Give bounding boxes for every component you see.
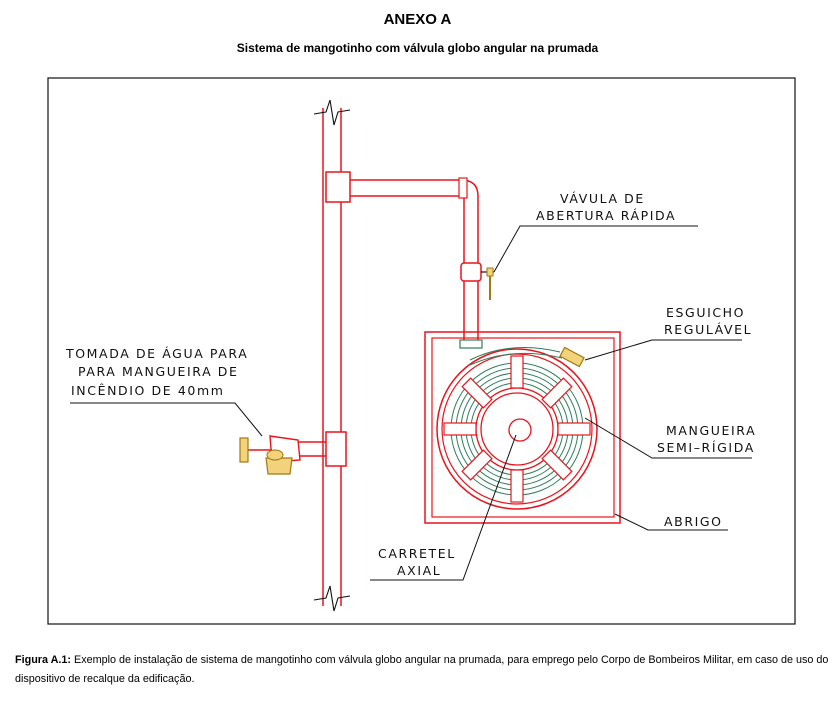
reel-label-line2: AXIAL bbox=[397, 563, 441, 578]
outlet-label-line1: TOMADA DE ÁGUA PARA bbox=[65, 346, 248, 361]
outlet-label-line2: PARA MANGUEIRA DE bbox=[78, 364, 239, 379]
leader-valve bbox=[493, 225, 698, 273]
valve-label-line2: ABERTURA RÁPIDA bbox=[536, 208, 676, 223]
adjustable-nozzle bbox=[559, 346, 585, 368]
cabinet-shelter bbox=[424, 331, 621, 524]
leader-reel bbox=[370, 434, 517, 581]
leader-cabinet bbox=[614, 513, 728, 531]
figure-caption: Figura A.1: Exemplo de instalação de sis… bbox=[15, 651, 830, 689]
leader-hose bbox=[584, 417, 752, 459]
break-mark-top bbox=[313, 99, 351, 126]
leader-outlet bbox=[70, 402, 263, 437]
break-mark-bottom bbox=[313, 585, 351, 612]
quick-opening-valve bbox=[460, 262, 494, 300]
valve-label-line1: VÁVULA DE bbox=[560, 191, 645, 206]
caption-prefix: Figura A.1: bbox=[15, 654, 71, 666]
figure-subtitle: Sistema de mangotinho com válvula globo … bbox=[236, 41, 599, 55]
reel-label-line1: CARRETEL bbox=[378, 546, 456, 561]
hose-label-line1: MANGUEIRA bbox=[666, 423, 756, 438]
hose-label-line2: SEMI–RÍGIDA bbox=[657, 440, 755, 455]
drawing-frame bbox=[47, 77, 796, 625]
angle-globe-valve bbox=[239, 435, 326, 475]
annex-title: ANEXO A bbox=[383, 11, 452, 28]
outlet-label-line3: INCÊNDIO DE 40mm bbox=[71, 383, 225, 398]
upper-tee-fitting bbox=[325, 171, 351, 203]
nozzle-label-line2: REGULÁVEL bbox=[664, 322, 752, 337]
hose-reel bbox=[436, 347, 598, 510]
cabinet-label: ABRIGO bbox=[664, 514, 723, 529]
nozzle-label-line1: ESGUICHO bbox=[666, 305, 745, 320]
leader-nozzle bbox=[584, 339, 742, 361]
lower-tee-fitting bbox=[325, 431, 347, 467]
caption-text: Exemplo de instalação de sistema de mang… bbox=[15, 654, 829, 685]
